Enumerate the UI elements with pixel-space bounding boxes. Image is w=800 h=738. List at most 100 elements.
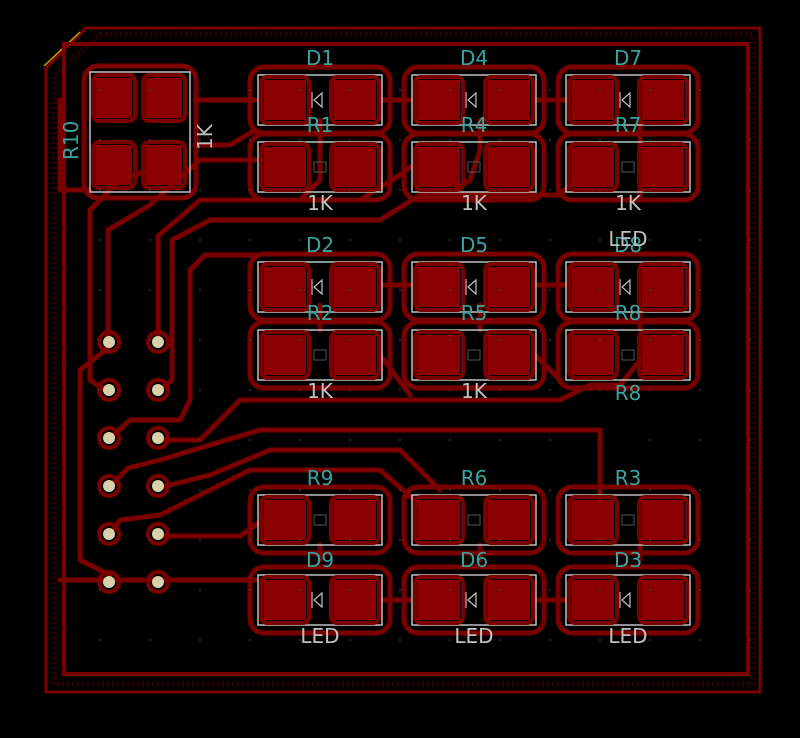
grid-dot (749, 389, 751, 391)
connector-pad-0 (96, 78, 132, 118)
grid-dot (399, 89, 401, 91)
resistor-outline (565, 329, 691, 381)
resistor-body-icon (621, 161, 635, 173)
led-value-label: LED (300, 624, 339, 648)
resistor-0 (247, 131, 393, 203)
led-ref-label: D6 (460, 548, 488, 572)
connector-ref-label: R10 (59, 121, 83, 160)
grid-dot (599, 539, 601, 541)
diode-symbol-icon (313, 591, 323, 609)
diode-symbol-icon (621, 591, 631, 609)
grid-dot (399, 589, 401, 591)
grid-dot (99, 239, 101, 241)
led-ref-label: D9 (306, 548, 334, 572)
resistor-body-icon (313, 349, 327, 361)
led-keepout (401, 564, 547, 636)
resistor-outline (257, 494, 383, 546)
grid-dot (249, 239, 251, 241)
resistor-value-label: 1K (307, 191, 334, 215)
grid-dot (549, 189, 551, 191)
header-pin (152, 528, 164, 540)
grid-dot (749, 639, 751, 641)
led-pad-2-ring (483, 262, 535, 312)
resistor-pad-1 (418, 147, 460, 187)
grid-dot (99, 139, 101, 141)
resistor-pad-2 (488, 335, 530, 375)
resistor-pad-2 (334, 500, 376, 540)
grid-dot (599, 289, 601, 291)
led-pad-1-ring (259, 75, 311, 125)
grid-dot (749, 589, 751, 591)
led-pad-1 (264, 580, 306, 620)
resistor-pad-1-ring (259, 142, 311, 192)
resistor-pad-1 (572, 500, 614, 540)
led-pad-2 (334, 267, 376, 307)
resistor-pad-1-ring (567, 330, 619, 380)
led-pad-2 (334, 580, 376, 620)
grid-dot (149, 539, 151, 541)
grid-dot (399, 139, 401, 141)
resistor-pad-2-ring (483, 495, 535, 545)
grid-dot (149, 389, 151, 391)
grid-dot (349, 89, 351, 91)
grid-dot (149, 289, 151, 291)
led-1 (401, 64, 547, 136)
header-pin (152, 384, 164, 396)
led-pad-2-ring (329, 575, 381, 625)
grid-dot (649, 589, 651, 591)
grid-dot (599, 189, 601, 191)
grid-dot (99, 439, 101, 441)
grid-dot (199, 489, 201, 491)
led-pad-2 (642, 580, 684, 620)
resistor-outline (565, 141, 691, 193)
resistor-pad-2 (334, 147, 376, 187)
header-pin (103, 384, 115, 396)
resistor-2 (555, 131, 701, 203)
led-pad-1-ring (413, 262, 465, 312)
resistor-4 (401, 319, 547, 391)
header-pin (152, 336, 164, 348)
resistor-keepout (555, 319, 701, 391)
diode-symbol-icon (467, 278, 477, 296)
grid-dot (149, 239, 151, 241)
grid-dot (549, 389, 551, 391)
grid-dot (599, 139, 601, 141)
grid-dot (549, 239, 551, 241)
led-ref-label: D3 (614, 548, 642, 572)
grid-dot (499, 289, 501, 291)
led-outline (411, 574, 537, 626)
led-pad-1 (572, 580, 614, 620)
grid-dot (149, 489, 151, 491)
led-pad-1-ring (567, 262, 619, 312)
resistor-7 (401, 484, 547, 556)
grid-dot (299, 389, 301, 391)
resistor-pad-2 (642, 147, 684, 187)
led-pad-2-ring (637, 262, 689, 312)
grid-dot (549, 589, 551, 591)
connector-outline (89, 71, 191, 193)
resistor-keepout (247, 484, 393, 556)
led-outline (257, 74, 383, 126)
connector-value-label: 1K (193, 123, 217, 150)
grid-dot (299, 589, 301, 591)
led-ref-label: D5 (460, 233, 488, 257)
grid-dots (99, 89, 751, 641)
grid-dot (299, 239, 301, 241)
grid-dot (699, 589, 701, 591)
led-pad-1-ring (259, 575, 311, 625)
resistor-body-icon (467, 161, 481, 173)
connector-pad-2-ring (91, 140, 137, 190)
grid-dot (299, 639, 301, 641)
grid-dot (249, 539, 251, 541)
grid-dot (249, 639, 251, 641)
grid-dot (599, 239, 601, 241)
resistor-pad-2 (334, 335, 376, 375)
grid-dot (349, 639, 351, 641)
led-outline (257, 261, 383, 313)
grid-dot (749, 339, 751, 341)
connector-keepout (81, 63, 199, 201)
led-pad-2 (642, 80, 684, 120)
led-pad-2 (488, 267, 530, 307)
led-outline (411, 261, 537, 313)
